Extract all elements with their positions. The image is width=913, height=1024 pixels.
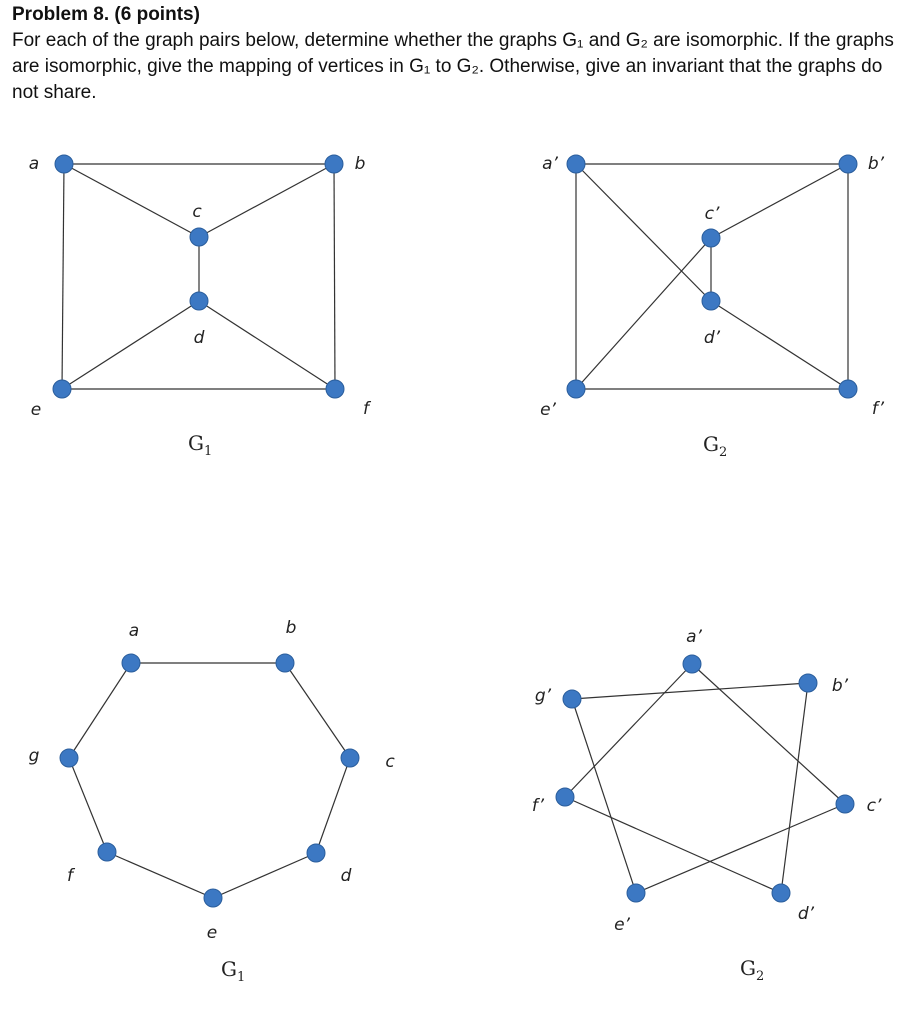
- vertex-label-e-prime: e’: [614, 915, 630, 935]
- edge-c-prime-e-prime: [575, 237, 712, 390]
- vertex-b-prime: [838, 154, 858, 174]
- vertex-b-prime: [798, 673, 818, 693]
- vertex-label-c: c: [385, 752, 395, 772]
- edge-b-f: [333, 163, 336, 390]
- vertex-c-prime: [835, 794, 855, 814]
- vertex-label-d-prime: d’: [798, 904, 815, 924]
- vertex-label-c-prime: c’: [705, 204, 720, 224]
- vertex-d: [189, 291, 209, 311]
- edge-g-a: [68, 662, 132, 759]
- vertex-label-a: a: [29, 154, 39, 174]
- vertex-label-d: d: [341, 866, 352, 886]
- vertex-label-b: b: [355, 154, 366, 174]
- edge-d-e: [212, 852, 317, 899]
- edge-b-prime-c-prime: [710, 163, 849, 239]
- graph-name-label: G2: [703, 432, 727, 460]
- vertex-label-c: c: [192, 202, 202, 222]
- vertex-c: [189, 227, 209, 247]
- graph-name-label: G1: [188, 431, 212, 459]
- edge-a-e: [61, 163, 65, 390]
- vertex-label-e-prime: e’: [540, 400, 556, 420]
- edge-g-prime-b-prime: [571, 682, 809, 700]
- vertex-label-e: e: [31, 400, 41, 420]
- vertex-b: [275, 653, 295, 673]
- vertex-label-f: f: [363, 399, 372, 419]
- vertex-f-prime: [838, 379, 858, 399]
- edge-f-prime-a-prime: [564, 663, 693, 798]
- vertex-a: [54, 154, 74, 174]
- vertex-label-f-prime: f’: [532, 796, 545, 816]
- vertex-d: [306, 843, 326, 863]
- vertex-b: [324, 154, 344, 174]
- edge-a-prime-c-prime: [691, 663, 846, 805]
- edge-d-e: [61, 300, 200, 390]
- graph-name-label: G2: [740, 956, 764, 984]
- vertex-f: [325, 379, 345, 399]
- vertex-f: [97, 842, 117, 862]
- vertex-a: [121, 653, 141, 673]
- vertex-label-a-prime: a’: [542, 154, 558, 174]
- vertex-e-prime: [566, 379, 586, 399]
- edge-b-c: [284, 662, 351, 759]
- vertex-d-prime: [771, 883, 791, 903]
- edge-e-f: [106, 851, 214, 899]
- edge-f-g: [68, 757, 108, 853]
- vertex-a-prime: [566, 154, 586, 174]
- edge-c-prime-e-prime: [635, 803, 846, 894]
- edge-b-prime-d-prime: [780, 682, 809, 894]
- vertex-label-c-prime: c’: [867, 796, 882, 816]
- edge-a-c: [63, 163, 200, 238]
- problem-statement: Problem 8. (6 points) For each of the gr…: [12, 2, 902, 106]
- graph-name-label: G1: [221, 957, 245, 985]
- vertex-label-e: e: [207, 923, 217, 943]
- pair2-graph-g1: a b c d e f gG1: [29, 618, 396, 985]
- vertex-e-prime: [626, 883, 646, 903]
- vertex-g: [59, 748, 79, 768]
- vertex-label-f: f: [67, 866, 76, 886]
- vertex-label-b-prime: b’: [868, 154, 885, 174]
- edge-c-d: [315, 757, 351, 854]
- vertex-label-b-prime: b’: [832, 676, 849, 696]
- vertex-e: [203, 888, 223, 908]
- vertex-d-prime: [701, 291, 721, 311]
- problem-title: Problem 8. (6 points): [12, 4, 200, 25]
- vertex-c: [340, 748, 360, 768]
- vertex-label-d: d: [194, 328, 205, 348]
- vertex-c-prime: [701, 228, 721, 248]
- vertex-f-prime: [555, 787, 575, 807]
- edge-e-prime-g-prime: [571, 698, 637, 894]
- edge-d-f: [198, 300, 336, 390]
- vertex-label-a: a: [129, 621, 139, 641]
- vertex-label-b: b: [286, 618, 297, 638]
- edge-a-prime-d-prime: [575, 163, 712, 302]
- vertex-label-f-prime: f’: [872, 399, 885, 419]
- vertex-label-a-prime: a’: [686, 627, 702, 647]
- pair1-graph-g2: a’ b’ c’ d’ e’ f’ G2: [540, 154, 885, 460]
- vertex-label-d-prime: d’: [704, 328, 721, 348]
- vertex-g-prime: [562, 689, 582, 709]
- edge-d-prime-f-prime: [564, 796, 782, 894]
- vertex-label-g-prime: g’: [535, 686, 552, 706]
- problem-text: For each of the graph pairs below, deter…: [12, 30, 894, 103]
- pair1-graph-g1: a b c d e fG1: [29, 154, 372, 459]
- vertex-e: [52, 379, 72, 399]
- edge-d-prime-f-prime: [710, 300, 849, 390]
- vertex-a-prime: [682, 654, 702, 674]
- edge-b-c: [198, 163, 335, 238]
- pair2-graph-g2: a’ b’ c’ d’ e’ f’ g’ G2: [532, 627, 882, 984]
- vertex-label-g: g: [29, 746, 40, 766]
